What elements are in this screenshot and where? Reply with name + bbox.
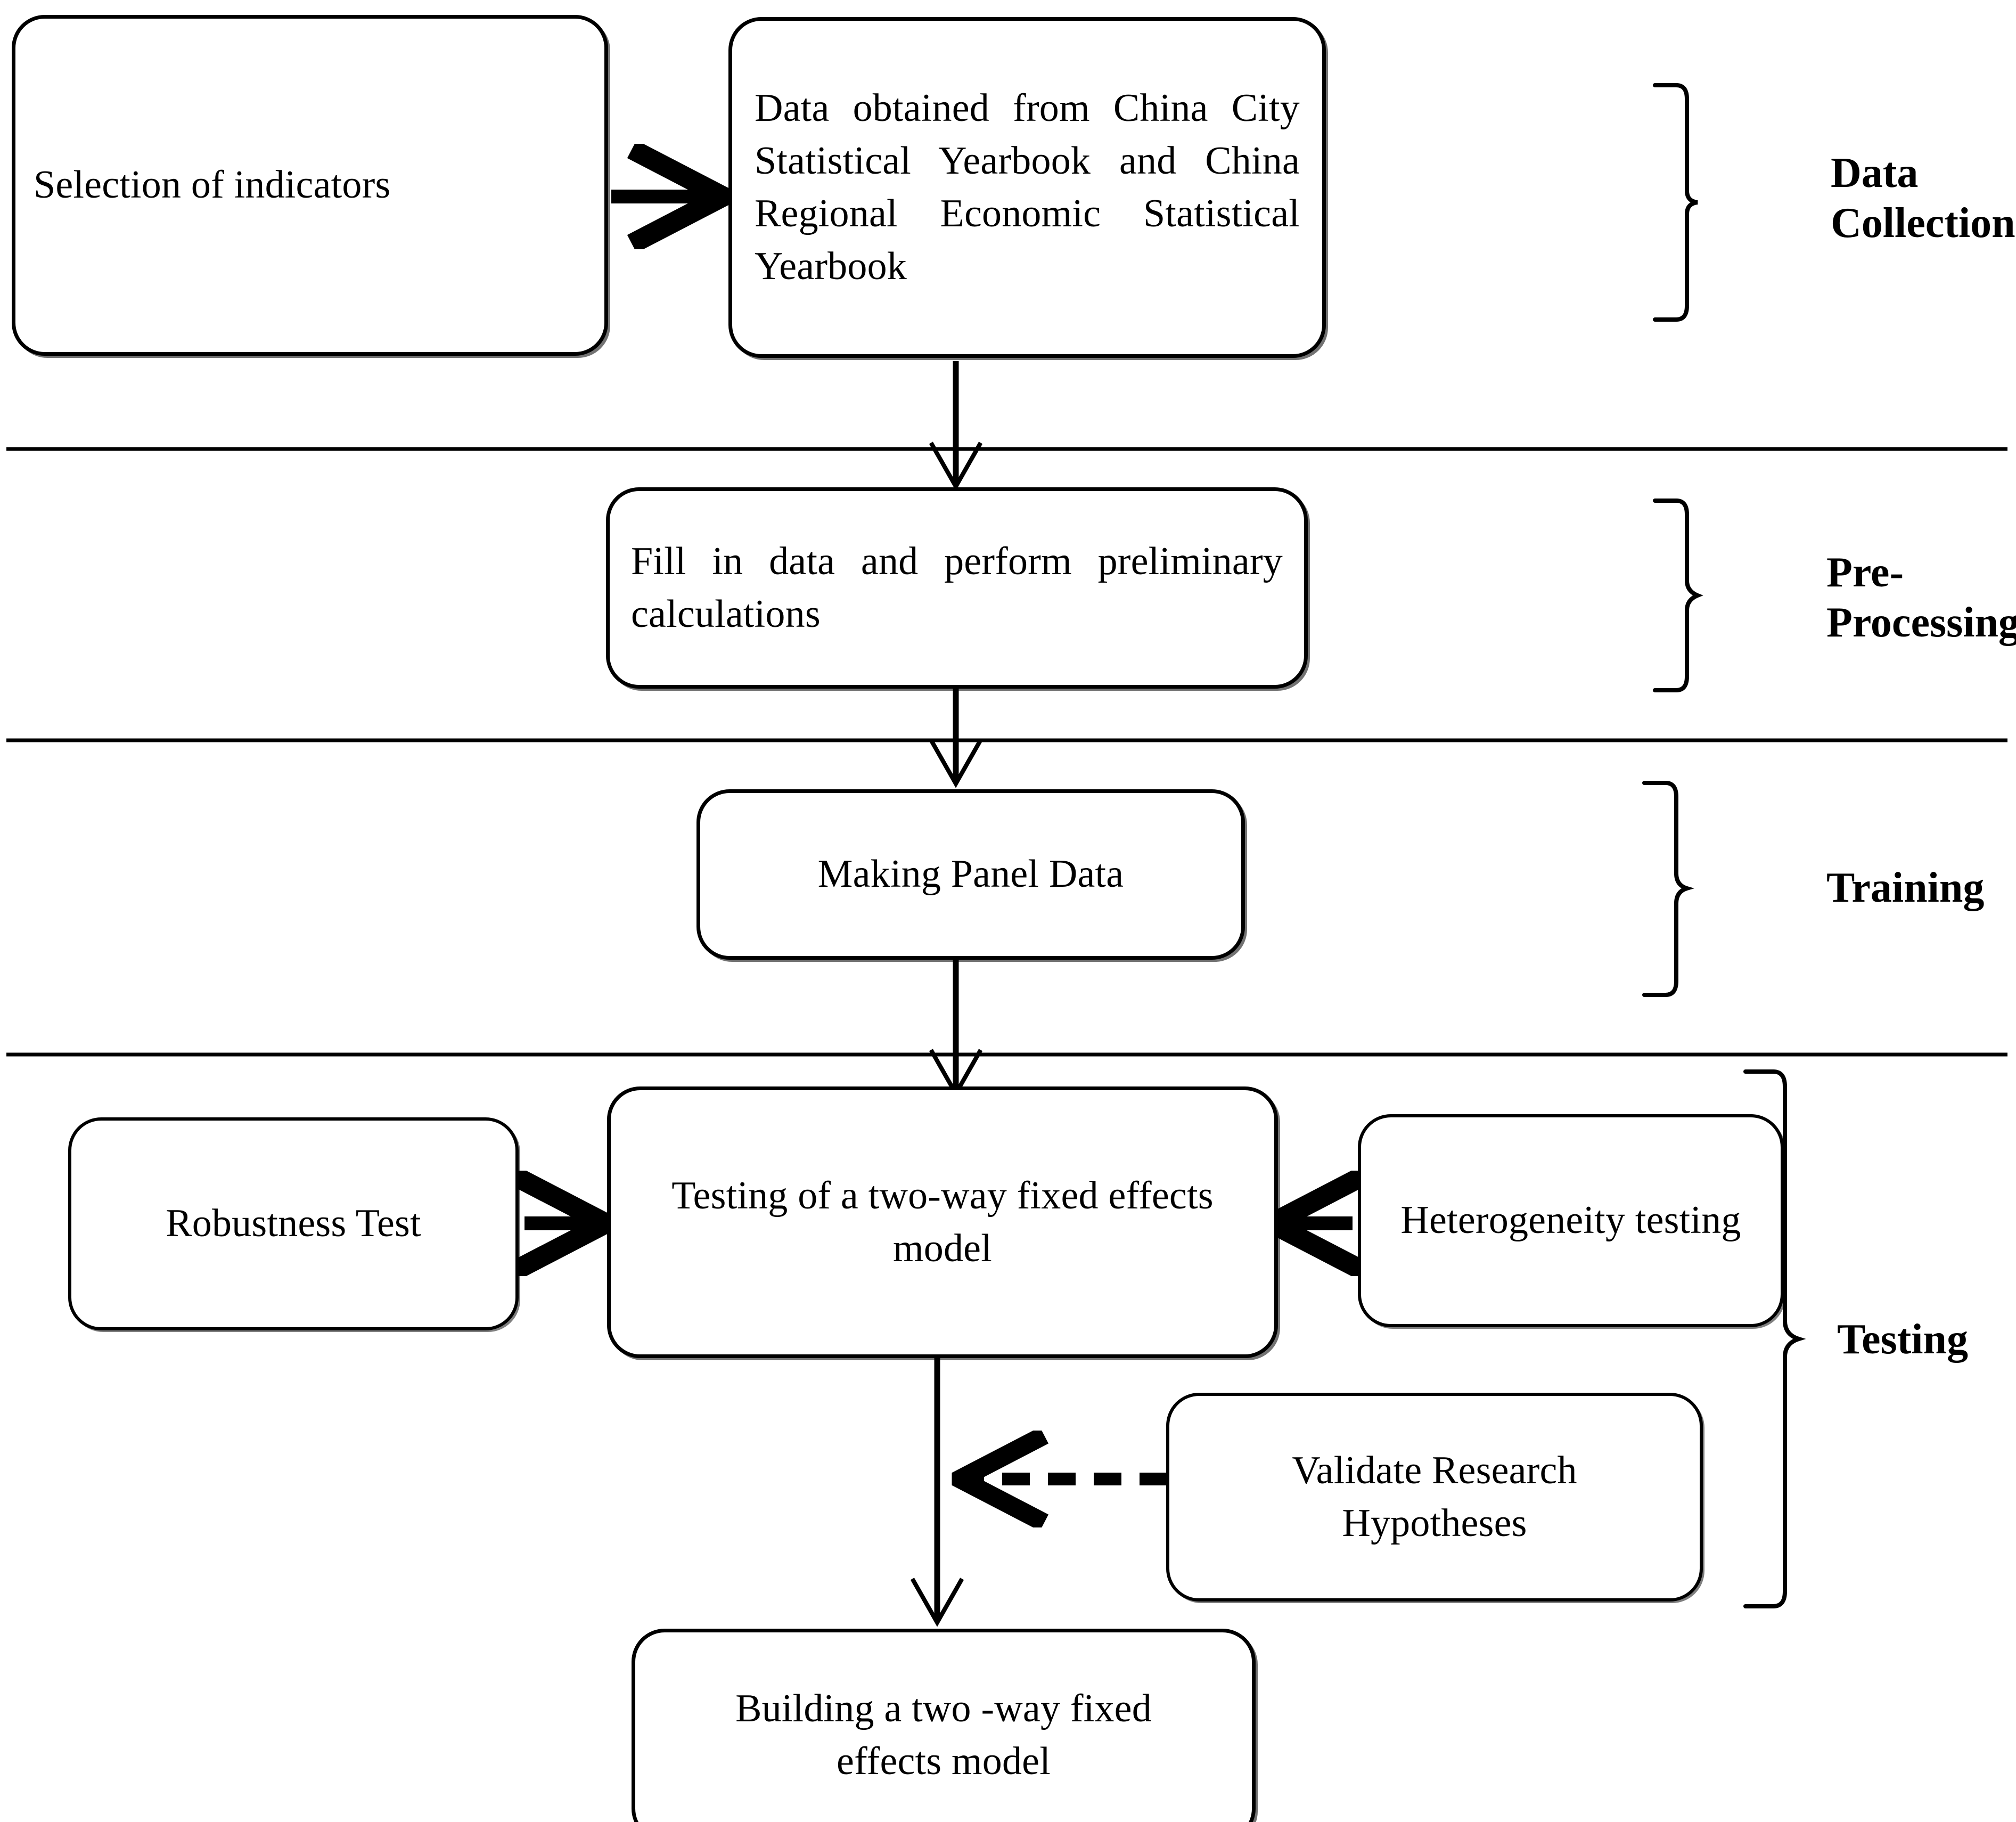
node-testing-model[interactable]: Testing of a two-way fixed effects model: [607, 1086, 1278, 1358]
node-making-panel-data-label: Making Panel Data: [817, 852, 1124, 896]
node-building-model-label: Building a two -way fixed effects model: [735, 1686, 1152, 1783]
brace-data-collection: [1653, 83, 1698, 322]
stage-label-data-collection: Data Collection: [1831, 150, 2015, 247]
node-selection-of-indicators[interactable]: Selection of indicators: [12, 15, 608, 356]
brace-testing: [1743, 1069, 1806, 1608]
node-fill-in-data-label: Fill in data and perform preliminary cal…: [631, 539, 1283, 636]
brace-pre-processing: [1653, 499, 1703, 692]
stage-label-training: Training: [1826, 864, 1985, 911]
node-robustness-test-label: Robustness Test: [166, 1202, 421, 1246]
node-building-model[interactable]: Building a two -way fixed effects model: [632, 1629, 1256, 1822]
node-testing-model-label: Testing of a two-way fixed effects model: [671, 1173, 1214, 1270]
brace-training: [1642, 781, 1694, 997]
node-data-source-label: Data obtained from China City Statistica…: [755, 86, 1300, 289]
node-validate-hypotheses-label: Validate Research Hypotheses: [1292, 1448, 1577, 1545]
stage-label-testing: Testing: [1837, 1316, 1969, 1363]
node-fill-in-data[interactable]: Fill in data and perform preliminary cal…: [606, 487, 1308, 689]
node-validate-hypotheses[interactable]: Validate Research Hypotheses: [1166, 1393, 1703, 1602]
node-robustness-test[interactable]: Robustness Test: [68, 1117, 519, 1330]
node-making-panel-data[interactable]: Making Panel Data: [696, 789, 1245, 960]
node-heterogeneity-testing[interactable]: Heterogeneity testing: [1358, 1114, 1784, 1327]
stage-label-pre-processing: Pre-Processing: [1826, 549, 2016, 647]
node-data-source[interactable]: Data obtained from China City Statistica…: [728, 17, 1326, 358]
node-selection-of-indicators-label: Selection of indicators: [34, 163, 391, 207]
node-heterogeneity-testing-label: Heterogeneity testing: [1400, 1198, 1741, 1243]
